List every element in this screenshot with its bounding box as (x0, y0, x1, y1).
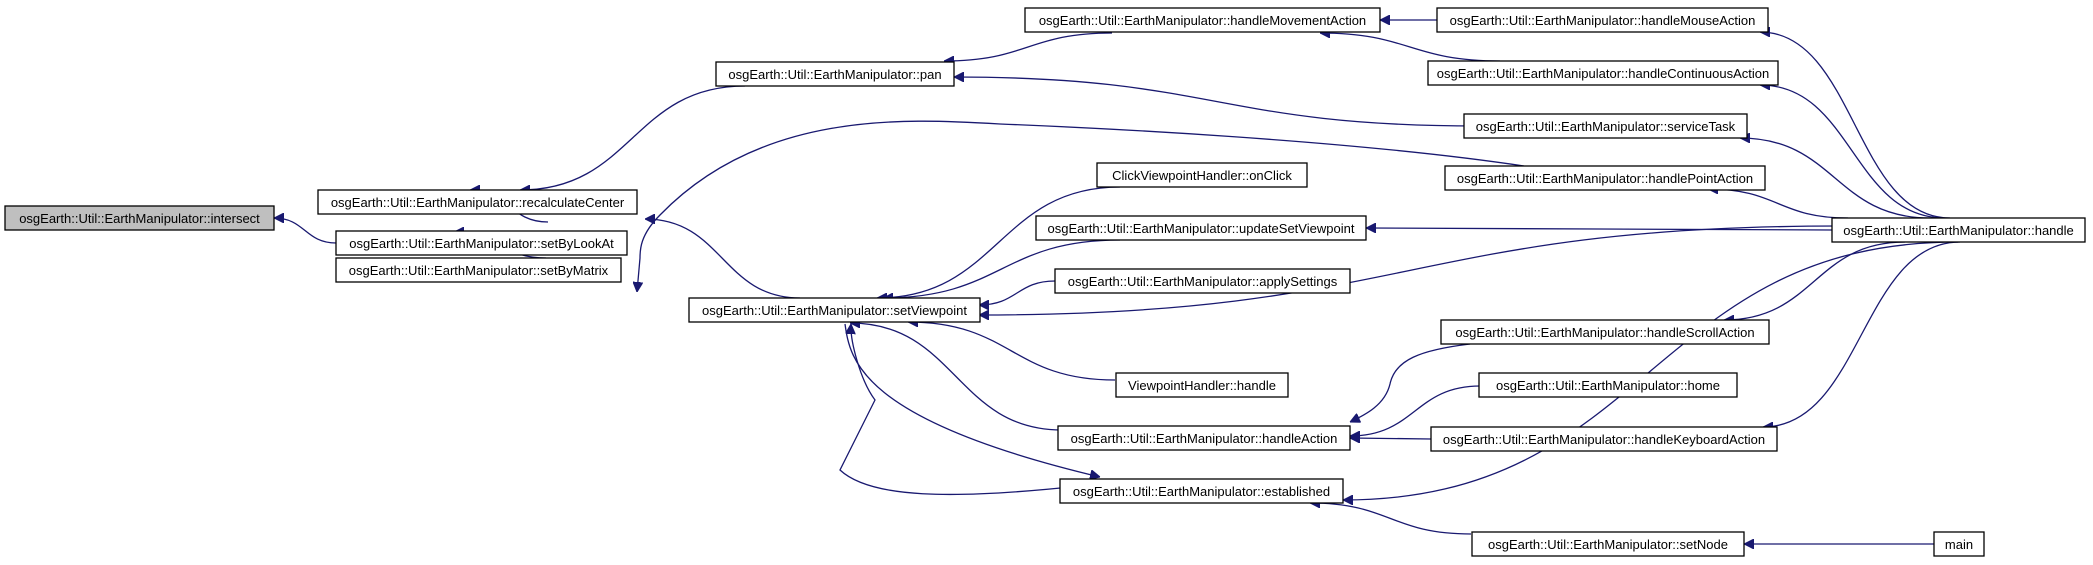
node-label: osgEarth::Util::EarthManipulator::inters… (19, 211, 260, 226)
edge-updateSetViewpoint-to-setViewpoint (883, 239, 1121, 298)
node-recalculate-center[interactable]: osgEarth::Util::EarthManipulator::recalc… (317, 189, 638, 215)
node-box (335, 257, 622, 283)
edge-handleScrollAction-to-handleAction (1350, 343, 1471, 422)
node-click-on-click[interactable]: ClickViewpointHandler::onClick (1096, 162, 1308, 188)
node-box (1440, 319, 1770, 345)
node-box (1115, 372, 1289, 398)
edge-handle-to-serviceTask (1740, 138, 1931, 219)
edge-handleMovementAction-to-pan (944, 32, 1113, 61)
node-label: osgEarth::Util::EarthManipulator::pan (728, 67, 941, 82)
node-label: osgEarth::Util::EarthManipulator::setNod… (1488, 537, 1728, 552)
edge-clickOnClick-to-setViewpoint (877, 186, 1121, 298)
node-box (1057, 425, 1351, 451)
node-label: osgEarth::Util::EarthManipulator::handle… (1071, 431, 1338, 446)
node-box (4, 205, 275, 231)
node-label: osgEarth::Util::EarthManipulator::handle… (1457, 171, 1753, 186)
node-box (1933, 531, 1985, 557)
node-handle-point-action[interactable]: osgEarth::Util::EarthManipulator::handle… (1444, 165, 1766, 191)
edge-layer (274, 20, 1961, 544)
edge-serviceTask-to-pan (954, 77, 1480, 127)
edge-handleKeyboardAction-to-handleAction (1350, 438, 1432, 439)
node-box (715, 61, 955, 87)
edge-handle-to-setViewpoint (979, 225, 1841, 315)
edge-applySettings-to-setViewpoint (979, 280, 1056, 305)
node-label: osgEarth::Util::EarthManipulator::handle… (1450, 13, 1756, 28)
node-box (1478, 372, 1738, 398)
node-label: osgEarth::Util::EarthManipulator::servic… (1476, 119, 1736, 134)
edge-home-to-handleAction (1350, 385, 1481, 436)
edge-setNode-to-established (1310, 503, 1472, 535)
edge-setViewpoint-to-recalculateCenter (645, 219, 801, 299)
node-box (1035, 215, 1367, 241)
node-handle-scroll-action[interactable]: osgEarth::Util::EarthManipulator::handle… (1440, 319, 1770, 345)
node-layer: osgEarth::Util::EarthManipulator::inters… (4, 7, 2086, 557)
node-set-node[interactable]: osgEarth::Util::EarthManipulator::setNod… (1471, 531, 1745, 557)
node-box (1430, 426, 1778, 452)
node-label: osgEarth::Util::EarthManipulator::recalc… (331, 195, 625, 210)
node-box (1444, 165, 1766, 191)
edge-handle-to-handleContinuousAction (1760, 85, 1946, 219)
node-set-by-look-at[interactable]: osgEarth::Util::EarthManipulator::setByL… (335, 230, 628, 256)
node-box (1436, 7, 1769, 33)
node-box (1463, 113, 1748, 139)
node-label: osgEarth::Util::EarthManipulator::setVie… (702, 303, 967, 318)
edge-handleContinuousAction-to-handleMovementAction (1320, 33, 1501, 62)
node-box (1054, 268, 1351, 294)
node-label: osgEarth::Util::EarthManipulator::update… (1048, 221, 1355, 236)
edge-established-to-setViewpoint (839, 324, 1081, 496)
edge-pan-to-recalculateCenter (520, 85, 746, 190)
edge-handle-to-handleScrollAction (1724, 241, 1906, 320)
node-apply-settings[interactable]: osgEarth::Util::EarthManipulator::applyS… (1054, 268, 1351, 294)
node-service-task[interactable]: osgEarth::Util::EarthManipulator::servic… (1463, 113, 1748, 139)
node-intersect[interactable]: osgEarth::Util::EarthManipulator::inters… (4, 205, 275, 231)
node-label: osgEarth::Util::EarthManipulator::home (1496, 378, 1720, 393)
node-label: osgEarth::Util::EarthManipulator::handle (1843, 223, 2074, 238)
node-update-set-viewpoint[interactable]: osgEarth::Util::EarthManipulator::update… (1035, 215, 1367, 241)
node-pan[interactable]: osgEarth::Util::EarthManipulator::pan (715, 61, 955, 87)
node-main[interactable]: main (1933, 531, 1985, 557)
node-label: ClickViewpointHandler::onClick (1112, 168, 1292, 183)
node-label: osgEarth::Util::EarthManipulator::handle… (1443, 432, 1765, 447)
node-label: osgEarth::Util::EarthManipulator::applyS… (1068, 274, 1338, 289)
node-handle[interactable]: osgEarth::Util::EarthManipulator::handle (1831, 217, 2086, 243)
node-viewpoint-handle[interactable]: ViewpointHandler::handle (1115, 372, 1289, 398)
edge-setViewpoint-to-established (844, 323, 1100, 477)
edge-handlePointAction-to-setViewpoint (637, 120, 1525, 292)
edge-handleAction-to-setViewpoint (850, 323, 1063, 431)
node-box (1024, 7, 1381, 33)
node-box (1471, 531, 1745, 557)
edge-handle-to-handlePointAction (1708, 189, 1849, 219)
node-home[interactable]: osgEarth::Util::EarthManipulator::home (1478, 372, 1738, 398)
node-set-by-matrix[interactable]: osgEarth::Util::EarthManipulator::setByM… (335, 257, 622, 283)
node-label: main (1945, 537, 1973, 552)
node-set-viewpoint[interactable]: osgEarth::Util::EarthManipulator::setVie… (688, 297, 981, 323)
node-label: osgEarth::Util::EarthManipulator::establ… (1073, 484, 1330, 499)
edge-handle-to-updateSetViewpoint (1366, 228, 1833, 230)
node-handle-continuous-action[interactable]: osgEarth::Util::EarthManipulator::handle… (1427, 60, 1779, 86)
edge-handle-to-established (1343, 241, 1959, 500)
node-box (1427, 60, 1779, 86)
node-box (335, 230, 628, 256)
node-label: osgEarth::Util::EarthManipulator::setByL… (349, 236, 614, 251)
edge-setByLookAt-to-intersect (274, 218, 337, 244)
node-box (317, 189, 638, 215)
node-handle-mouse-action[interactable]: osgEarth::Util::EarthManipulator::handle… (1436, 7, 1769, 33)
node-box (1831, 217, 2086, 243)
node-box (1059, 478, 1344, 504)
node-box (1096, 162, 1308, 188)
edge-handle-to-handleKeyboardAction (1763, 241, 1961, 427)
node-label: osgEarth::Util::EarthManipulator::handle… (1039, 13, 1366, 28)
node-handle-movement-action[interactable]: osgEarth::Util::EarthManipulator::handle… (1024, 7, 1381, 33)
node-handle-keyboard-action[interactable]: osgEarth::Util::EarthManipulator::handle… (1430, 426, 1778, 452)
edge-handle-to-handleMouseAction (1760, 32, 1951, 219)
node-established[interactable]: osgEarth::Util::EarthManipulator::establ… (1059, 478, 1344, 504)
node-box (688, 297, 981, 323)
node-label: osgEarth::Util::EarthManipulator::handle… (1437, 66, 1769, 81)
edge-viewpointHandle-to-setViewpoint (908, 322, 1116, 381)
node-label: ViewpointHandler::handle (1128, 378, 1276, 393)
node-label: osgEarth::Util::EarthManipulator::handle… (1455, 325, 1754, 340)
node-label: osgEarth::Util::EarthManipulator::setByM… (349, 263, 609, 278)
node-handle-action[interactable]: osgEarth::Util::EarthManipulator::handle… (1057, 425, 1351, 451)
